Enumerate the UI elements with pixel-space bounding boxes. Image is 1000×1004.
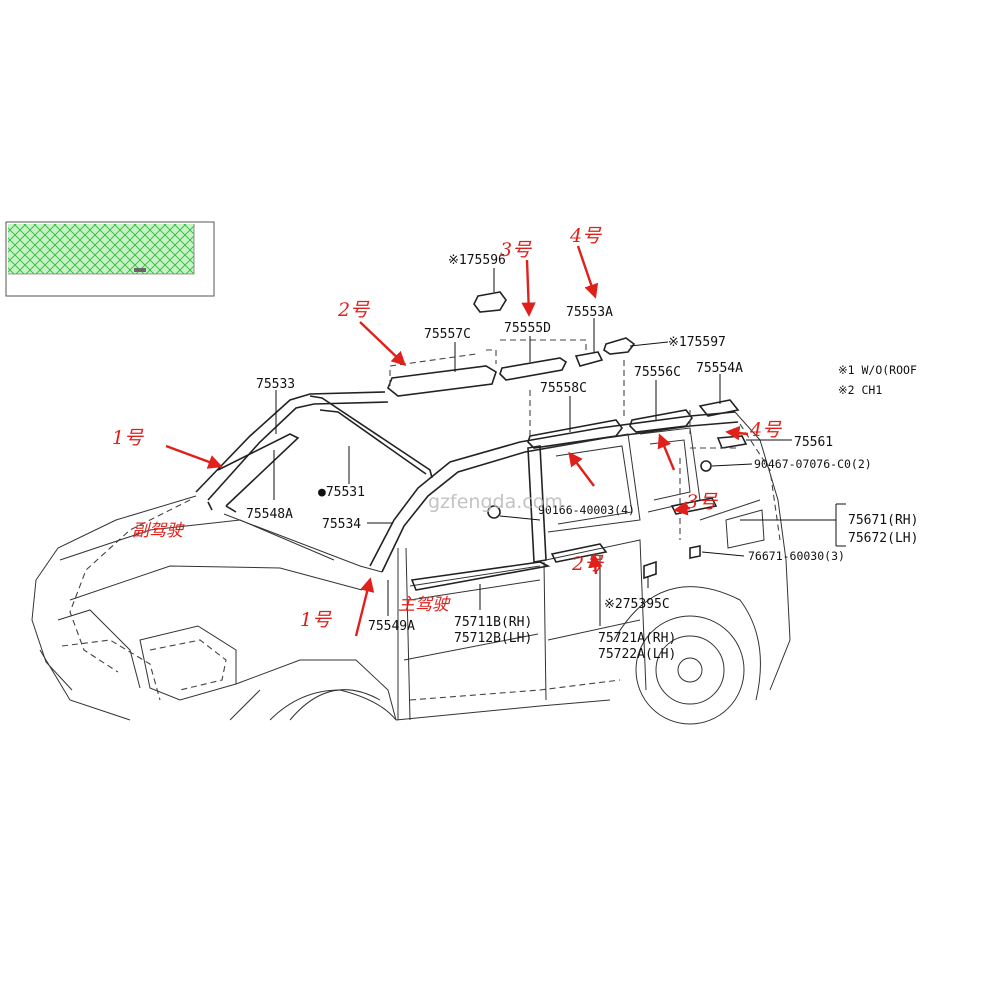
part-75672-lh: 75672(LH) xyxy=(848,531,918,546)
part-175596: ※175596 xyxy=(448,253,506,268)
marker-3-rear: 3号 xyxy=(686,491,718,513)
part-75558c: 75558C xyxy=(540,381,587,396)
part-75712b-lh: 75712B(LH) xyxy=(454,631,532,646)
part-75556c: 75556C xyxy=(634,365,681,380)
marker-1-left: 1号 xyxy=(112,427,144,449)
part-75555d: 75555D xyxy=(504,321,551,336)
part-90467-07076: 90467-07076-C0(2) xyxy=(754,457,872,471)
marker-2-door: 2号 xyxy=(571,553,604,575)
marker-1-bottom: 1号 xyxy=(300,609,332,631)
part-75534: 75534 xyxy=(322,517,361,532)
marker-2-top: 2号 xyxy=(337,299,370,321)
label-driver-side: 主驾驶 xyxy=(398,595,451,615)
footnote-1: ※1 W/O(ROOF xyxy=(838,363,917,377)
part-75561: 75561 xyxy=(794,435,833,450)
part-76671-60030: 76671-60030(3) xyxy=(748,549,845,563)
red-callout-arrows xyxy=(165,245,749,637)
marker-3-top: 3号 xyxy=(500,239,532,261)
label-passenger-side: 副驾驶 xyxy=(132,521,185,541)
marker-4-rear: 4号 xyxy=(749,419,782,441)
part-75549a: 75549A xyxy=(368,619,415,634)
part-75722a-lh: 75722A(LH) xyxy=(598,647,676,662)
part-75721a-rh: 75721A(RH) xyxy=(598,631,676,646)
part-75533: 75533 xyxy=(256,377,295,392)
part-75395c: ※275395C xyxy=(604,597,670,612)
overview-thumbnail xyxy=(5,221,215,297)
marker-4-top: 4号 xyxy=(569,225,602,247)
leader-lines xyxy=(273,268,846,626)
part-75553a: 75553A xyxy=(566,305,613,320)
group-boundary xyxy=(389,339,740,540)
part-75554a: 75554A xyxy=(696,361,743,376)
footnote-2: ※2 CH1 xyxy=(838,383,882,397)
part-75548a: 75548A xyxy=(246,507,293,522)
part-75711b-rh: 75711B(RH) xyxy=(454,615,532,630)
part-75557c: 75557C xyxy=(424,327,471,342)
part-175597: ※175597 xyxy=(668,335,726,350)
watermark: gzfengda.com xyxy=(428,491,563,513)
part-90166-40003: 90166-40003(4) xyxy=(538,503,635,517)
part-75671-rh: 75671(RH) xyxy=(848,513,918,528)
part-75531: ●75531 xyxy=(318,485,365,500)
vehicle-outline xyxy=(31,391,791,725)
